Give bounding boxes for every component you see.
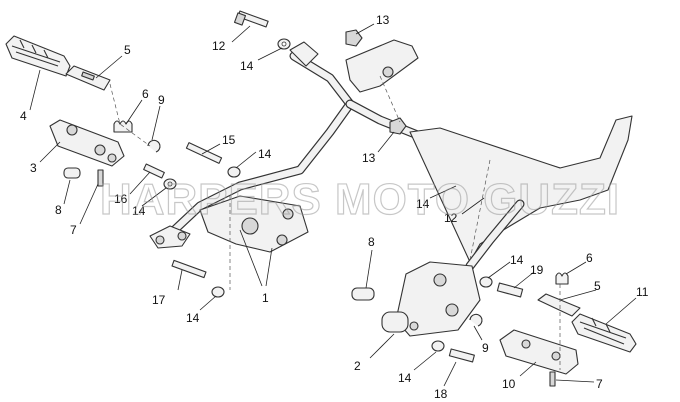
callout-14: 14	[240, 59, 254, 73]
right-circlip	[469, 313, 483, 327]
callout-17: 17	[152, 293, 166, 307]
callout-14: 14	[132, 204, 146, 218]
callout-18: 18	[434, 387, 448, 401]
leader-lines	[29, 23, 637, 387]
callout-13: 13	[376, 13, 390, 27]
left-footpeg-plate	[65, 65, 111, 91]
callout-19: 19	[530, 263, 544, 277]
right-footpeg-bracket	[395, 261, 481, 337]
left-circlip	[147, 139, 161, 153]
callout-5: 5	[124, 43, 131, 57]
callout-5: 5	[594, 279, 601, 293]
right-footpeg-spring	[555, 272, 569, 285]
left-pivot-pin	[63, 167, 81, 179]
callout-7: 7	[70, 223, 77, 237]
assembly-axis	[379, 75, 401, 123]
bolt-19	[496, 282, 524, 298]
callout-3: 3	[30, 161, 37, 175]
washer-14-right-lower	[431, 340, 445, 352]
callout-8: 8	[55, 203, 62, 217]
callout-4: 4	[20, 109, 27, 123]
right-bracket-arm	[409, 115, 633, 271]
callout-14: 14	[416, 197, 430, 211]
callout-6: 6	[586, 251, 593, 265]
callout-6: 6	[142, 87, 149, 101]
washer-14-left	[163, 178, 177, 190]
watermark-text: HARPERS MOTO GUZZI	[100, 175, 620, 224]
washer-14-upper	[277, 38, 291, 50]
right-footpeg-plate	[537, 293, 581, 317]
right-footpeg-body	[499, 329, 579, 375]
callout-8: 8	[368, 235, 375, 249]
nut-13-upper	[345, 29, 363, 47]
callout-13: 13	[362, 151, 376, 165]
left-footpeg-bracket	[49, 119, 125, 167]
callout-7: 7	[596, 377, 603, 391]
right-screw-7	[549, 371, 556, 387]
callout-9: 9	[158, 93, 165, 107]
callout-16: 16	[114, 192, 128, 206]
right-pivot-pin	[351, 287, 375, 301]
callout-14: 14	[398, 371, 412, 385]
left-footpeg-rubber	[5, 35, 71, 77]
bolt-18	[448, 348, 475, 363]
right-footpeg-rubber	[571, 313, 637, 353]
callout-10: 10	[502, 377, 516, 391]
callout-12: 12	[444, 211, 458, 225]
assembly-axis	[469, 159, 491, 261]
callout-2: 2	[354, 359, 361, 373]
left-screw-7	[97, 169, 104, 187]
callout-9: 9	[482, 341, 489, 355]
left-bolt-16	[143, 163, 165, 179]
callout-14: 14	[258, 147, 272, 161]
nut-13-mid	[389, 117, 407, 135]
assembly-axis	[109, 83, 151, 147]
callout-1: 1	[262, 291, 269, 305]
callout-14: 14	[186, 311, 200, 325]
washer-14-right	[479, 276, 493, 288]
right-pivot-sleeve	[381, 311, 409, 333]
washer-14-lower	[211, 286, 225, 298]
callout-15: 15	[222, 133, 236, 147]
callout-14: 14	[510, 253, 524, 267]
callout-12: 12	[212, 39, 226, 53]
bolt-12-upper	[233, 10, 269, 28]
washer-14-mid	[227, 166, 241, 178]
callout-11: 11	[636, 285, 649, 299]
bolt-17	[171, 259, 207, 279]
